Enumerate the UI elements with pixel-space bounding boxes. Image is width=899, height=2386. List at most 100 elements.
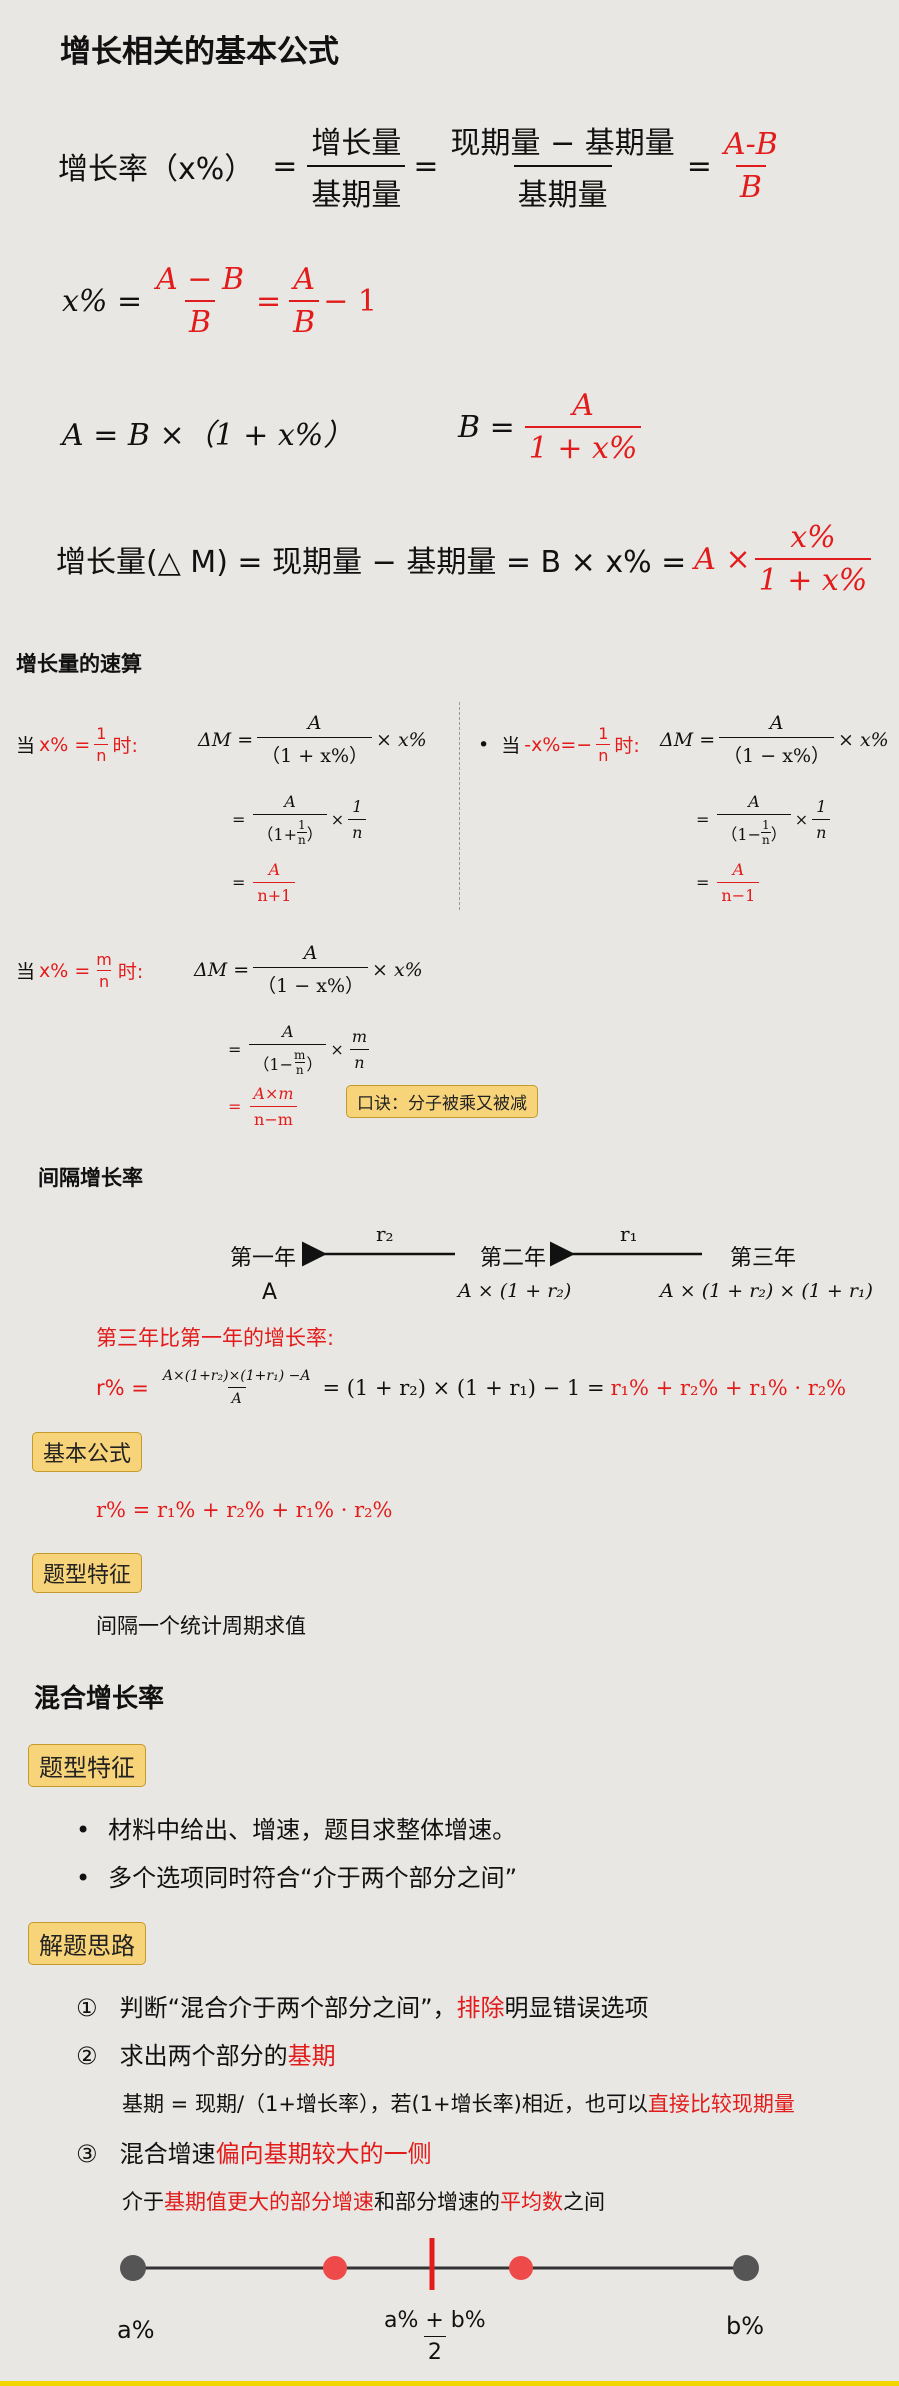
base-lhs: B = [458,409,515,445]
denominator: （1+ 1 n ） [253,814,327,847]
fraction: A （1− m n ） [249,1022,327,1077]
r1-label: r₁ [620,1222,638,1246]
value-second: A × (1 + r₂) [458,1280,572,1302]
fraction: 1 n [297,818,307,847]
denominator: （1− m n ） [249,1044,327,1077]
step-highlight: 排除 [456,1994,505,2022]
tag-basic-formula: 基本公式 [32,1432,143,1472]
eq-red: r₁% + r₂% + r₁% · r₂% [610,1375,847,1400]
denominator: （1 − x%） [253,967,368,998]
equals: = [256,283,282,319]
numerator: A [748,792,760,811]
equals: = [232,873,246,892]
equals: = [228,1040,242,1059]
numerator: A-B [723,127,778,162]
denominator: B [289,300,320,340]
step-number: ② [76,2042,98,2070]
label-red: -x%=− [524,733,593,756]
denominator: n [348,819,367,842]
numerator: A [572,388,594,423]
axis-point-left [323,2256,347,2280]
axis-end-left [120,2255,146,2281]
divider [459,702,460,910]
growth-rate-formula: 增长率（x%） = 增长量 基期量 = 现期量 − 基期量 基期量 = A-B … [58,118,786,214]
denominator: B [185,300,216,340]
equals: = [696,873,710,892]
delta-m: ΔM = [194,959,250,981]
eq-mid: = (1 + r₂) × (1 + r₁) − 1 = [322,1375,605,1400]
label-red: x% = [39,959,91,982]
fraction: A 1 + x% [524,388,642,466]
denominator: n [761,832,771,847]
denominator: 2 [423,2336,446,2365]
equals: = [272,148,298,184]
fraction: A （1− 1 n ） [717,792,791,847]
fraction: A （1 + x%） [257,712,372,768]
denominator: （1− 1 n ） [717,814,791,847]
rate-lhs: x% = [62,283,143,319]
equals: = [696,810,710,829]
increment-lhs: 增长量(△ M) = 现期量 − 基期量 = B × x% = [56,545,687,580]
numerator: 现期量 − 基期量 [450,126,675,161]
numerator: 1 [298,818,306,832]
step-number: ① [76,1994,98,2022]
denominator: （1 + x%） [257,737,372,768]
fraction: 1 n [348,797,367,842]
numerator: 1 [762,818,770,832]
step-2: ② 求出两个部分的基期 [76,2036,336,2071]
interval-equation: r% = A×(1+r₂)×(1+r₁) −A A = (1 + r₂) × (… [96,1368,846,1407]
current-formula: A = B ×（1 + x%） [62,418,354,453]
detail-text: 和部分增速的 [374,2190,500,2214]
case1-line3: = A n+1 [232,860,299,905]
fraction: 现期量 − 基期量 基期量 [447,118,679,214]
numerator: A [268,860,281,879]
fraction: m n [348,1027,371,1072]
numerator: x% [790,520,836,555]
bullet: • [478,733,490,756]
times: × [794,810,809,829]
case3-line1: ΔM = A （1 − x%） × x% [194,942,423,998]
tail: × x% [376,729,427,751]
axis-point-right [509,2256,533,2280]
value-third: A × (1 + r₂) × (1 + r₁) [660,1280,873,1302]
axis-label-left: a% [117,2316,155,2344]
delta-m: ΔM = [198,729,254,751]
label-pre: 当 [501,735,521,757]
den-open: （1− [721,824,761,844]
numerator: A [732,860,745,879]
numerator: A [769,712,784,734]
eq-lhs: r% = [96,1375,149,1400]
base-formula: B = A 1 + x% [458,388,645,466]
case2-line1: ΔM = A （1 − x%） × x% [660,712,889,768]
case1-label: 当 x% = 1 n 时: [16,724,138,765]
equals: = [686,148,712,184]
denominator: n [812,819,831,842]
label-pre: 当 [16,735,36,757]
minus-one: − 1 [323,283,377,319]
fraction: 1 n [94,724,109,765]
fraction: A − B B [152,262,248,340]
case3-line2: = A （1− m n ） × m n [228,1022,375,1077]
axis-end-right [733,2255,759,2281]
label-post: 时: [117,961,144,983]
fraction: 1 n [596,724,611,765]
fraction: A×(1+r₂)×(1+r₁) −A A [159,1368,315,1407]
detail-text: 基期 = 现期/（1+增长率），若(1+增长率)相近，也可以 [122,2092,648,2116]
fraction: 1 n [761,818,771,847]
label-red: x% = [39,733,91,756]
step-highlight: 偏向基期较大的一侧 [215,2140,432,2168]
tag-question-feature: 题型特征 [32,1553,143,1593]
detail-highlight: 基期值更大的部分增速 [164,2190,374,2214]
r2-label: r₂ [376,1222,394,1246]
den-close: ） [306,824,323,844]
denominator: n [94,744,109,765]
denominator: 1 + x% [524,426,642,466]
step-number: ③ [76,2140,98,2168]
numerator: A [284,792,296,811]
denominator: （1 − x%） [719,737,834,768]
label-post: 时: [614,735,640,757]
fraction: A n−1 [717,860,760,905]
basic-formula: r% = r₁% + r₂% + r₁% · r₂% [96,1498,393,1522]
fraction: a% + b% 2 [380,2308,490,2365]
